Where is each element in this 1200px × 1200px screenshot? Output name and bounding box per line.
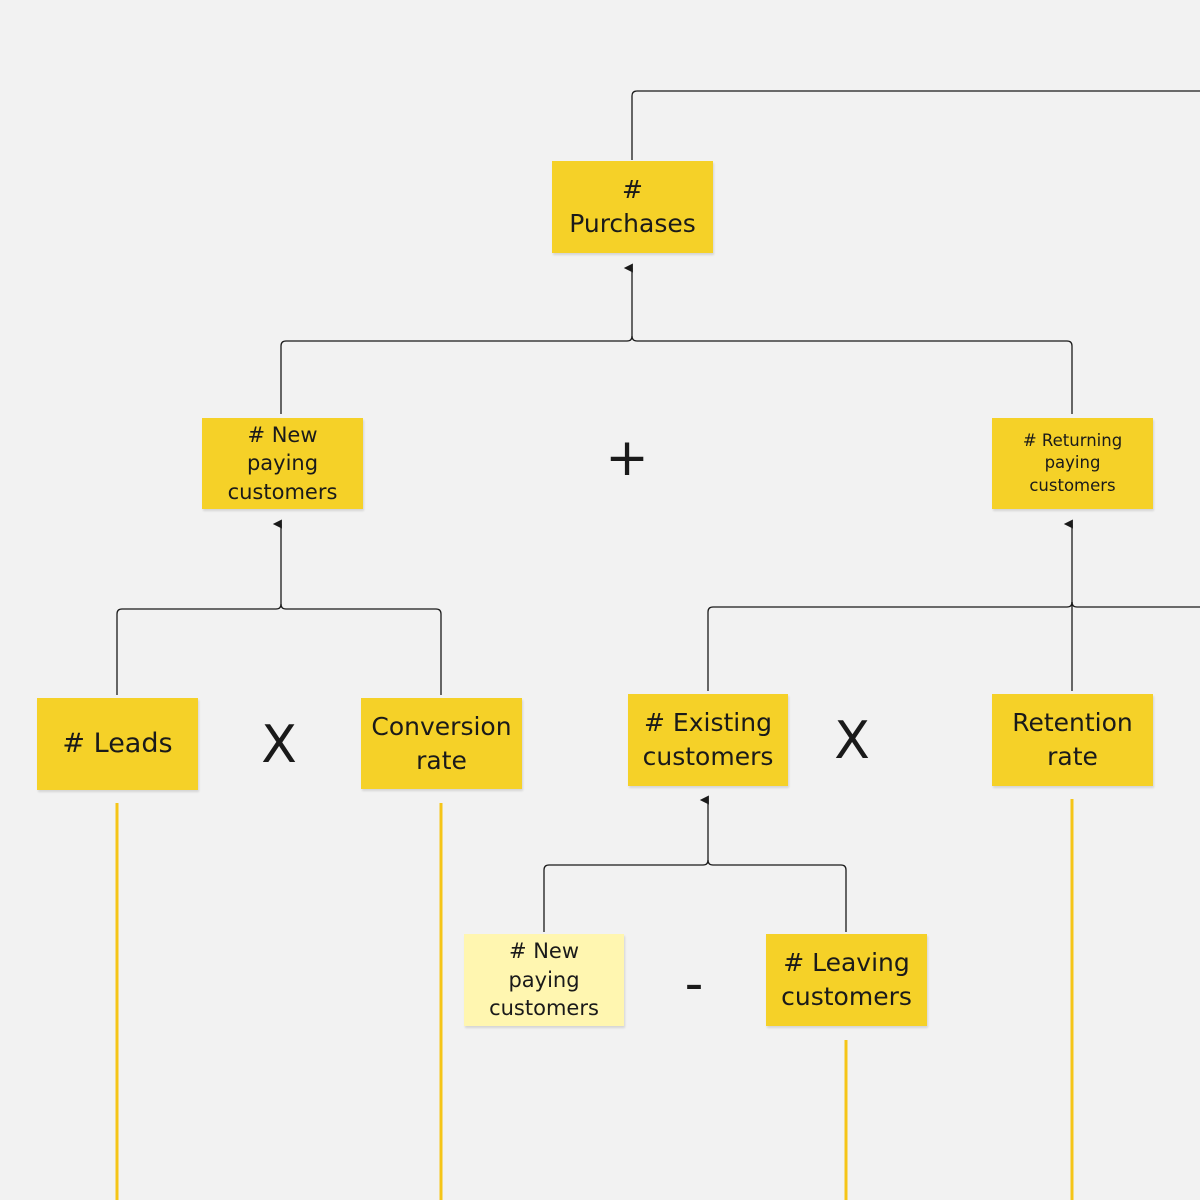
note-new-paying-customers-input[interactable]: # New paying customers bbox=[464, 934, 624, 1026]
connector-leads bbox=[116, 603, 282, 695]
operator-plus: + bbox=[605, 428, 649, 488]
note-new-paying-customers[interactable]: # New paying customers bbox=[202, 418, 363, 509]
note-conversion-rate-label: Conversion rate bbox=[371, 711, 512, 775]
note-new-paying-customers-label: # New paying customers bbox=[227, 422, 338, 504]
note-new-paying-customers-input-label: # New paying customers bbox=[489, 939, 599, 1021]
note-leaving-customers[interactable]: # Leaving customers bbox=[766, 934, 927, 1026]
note-leads[interactable]: # Leads bbox=[37, 698, 198, 790]
note-retention-rate-label: Retention rate bbox=[1012, 708, 1133, 771]
note-returning-paying-customers[interactable]: # Returning paying customers bbox=[992, 418, 1153, 509]
note-retention-rate[interactable]: Retention rate bbox=[992, 694, 1153, 786]
note-returning-paying-customers-label: # Returning paying customers bbox=[1022, 431, 1123, 495]
connector-new-paying-to-purchases bbox=[280, 335, 633, 414]
note-purchases[interactable]: # Purchases bbox=[552, 161, 713, 253]
note-conversion-rate[interactable]: Conversion rate bbox=[361, 698, 522, 789]
connector-returning-to-purchases bbox=[631, 335, 1073, 414]
operator-minus: - bbox=[684, 954, 704, 1014]
connector-conversion bbox=[280, 603, 442, 695]
note-leaving-customers-label: # Leaving customers bbox=[781, 948, 912, 1011]
operator-times-left: X bbox=[261, 715, 297, 775]
connector-existing bbox=[707, 601, 1073, 691]
connector-right-edge bbox=[1071, 601, 1200, 608]
connector-new-paying-small bbox=[543, 859, 709, 932]
note-existing-customers-label: # Existing customers bbox=[642, 708, 774, 771]
note-purchases-label: # Purchases bbox=[569, 175, 696, 238]
note-existing-customers[interactable]: # Existing customers bbox=[628, 694, 788, 786]
connector-leaving bbox=[707, 859, 847, 932]
connector-purchases-top bbox=[631, 90, 1200, 160]
note-leads-label: # Leads bbox=[62, 727, 173, 759]
operator-times-right: X bbox=[834, 711, 870, 771]
